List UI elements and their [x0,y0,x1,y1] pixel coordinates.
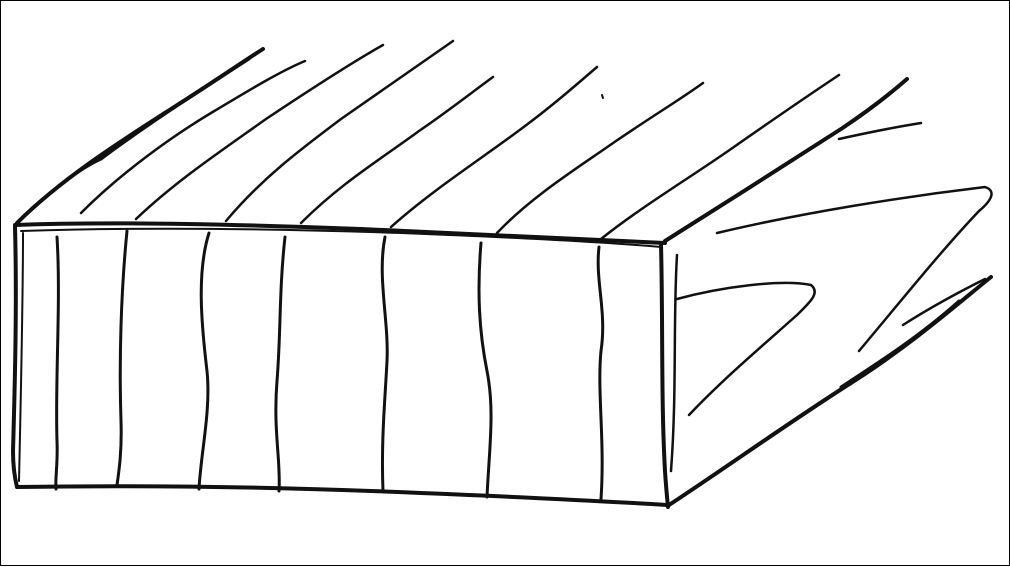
top-grain-line [299,75,495,225]
side-grain-curve [675,281,816,417]
front-grain-line [197,231,211,491]
top-face [15,39,923,243]
side-grain-curve [901,277,987,327]
top-dot [601,94,604,99]
top-grain-line [389,65,599,229]
front-grain-line [596,245,605,501]
front-top-edge [13,221,667,245]
side-grain-curve [715,185,993,353]
front-left-edge [11,225,19,489]
front-left-edge-stroke-2 [18,232,24,482]
side-inner-edge [669,253,679,473]
front-grain-line [477,241,493,499]
side-face [667,185,993,507]
top-grain-line [134,43,385,221]
side-bottom-edge [667,275,993,507]
top-grain-short [837,121,923,141]
top-left-edge-stroke-2 [19,57,251,221]
front-face [11,221,670,509]
top-grain-line [599,73,841,241]
front-bottom-edge [15,484,669,507]
top-grain-line [224,39,455,223]
front-grain-line [274,235,287,493]
front-grain-line [115,229,129,487]
front-right-edge [659,243,670,509]
front-grain-line [380,235,389,493]
top-grain-line [79,59,307,215]
top-right-edge [663,77,909,243]
front-top-edge-stroke-2 [20,227,662,248]
front-grain-line [54,235,60,491]
top-grain-line [495,81,705,235]
side-bottom-edge-stroke-2 [839,299,961,389]
